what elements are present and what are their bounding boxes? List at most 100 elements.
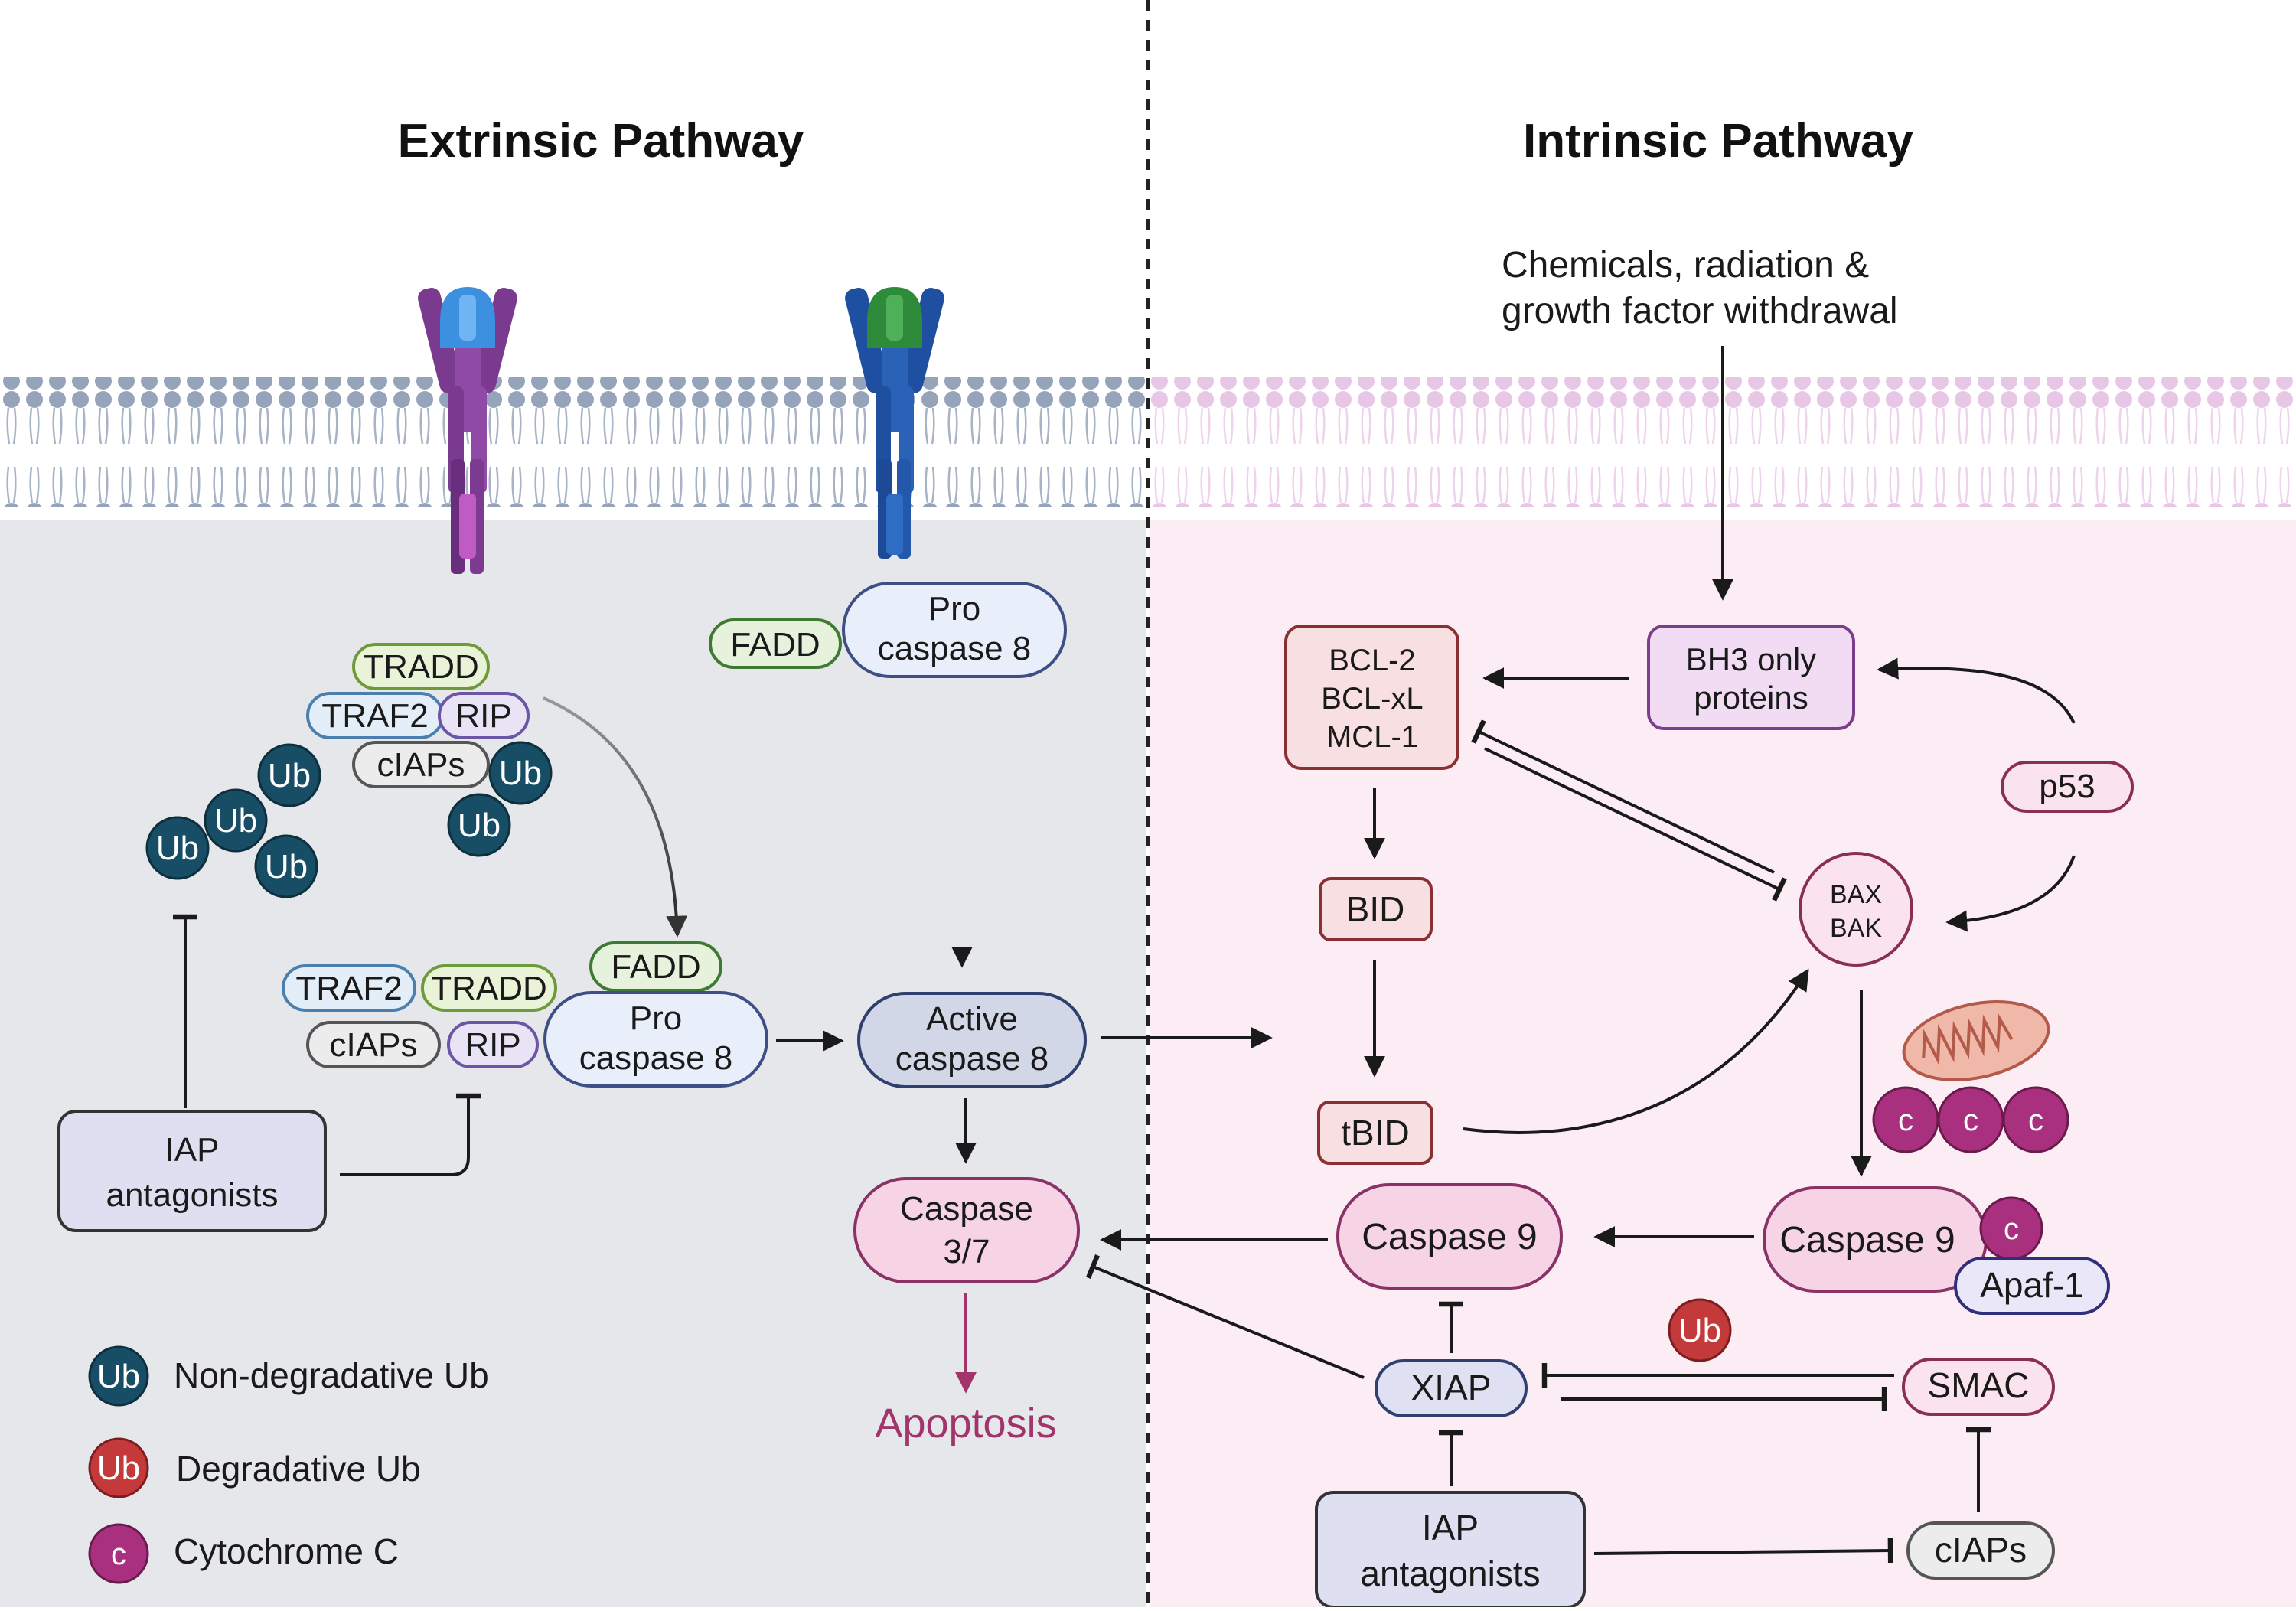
stimulus-line2: growth factor withdrawal xyxy=(1502,291,1898,331)
svg-text:cIAPs: cIAPs xyxy=(1935,1530,2027,1570)
svg-text:c: c xyxy=(2028,1104,2043,1137)
svg-text:p53: p53 xyxy=(2039,768,2095,805)
svg-text:cIAPs: cIAPs xyxy=(377,746,465,784)
inhibit-iap-to-complex xyxy=(340,1093,481,1176)
iap-antagonists-left: IAP antagonists xyxy=(57,1110,327,1232)
svg-text:Ub: Ub xyxy=(265,848,308,885)
svg-text:Ub: Ub xyxy=(268,757,311,794)
mitochondrion-icon xyxy=(1902,1000,2050,1082)
svg-text:Active: Active xyxy=(926,1000,1018,1038)
svg-text:c: c xyxy=(111,1538,126,1571)
svg-text:XIAP: XIAP xyxy=(1411,1368,1492,1407)
svg-text:Apaf-1: Apaf-1 xyxy=(1980,1265,2084,1305)
inhibit-xiap-to-caspase37 xyxy=(1085,1254,1365,1379)
svg-text:c: c xyxy=(2004,1212,2019,1246)
svg-text:Ub: Ub xyxy=(97,1450,140,1487)
svg-text:TRADD: TRADD xyxy=(431,970,547,1007)
arrow-p53-to-baxbak xyxy=(1945,855,2076,932)
svg-text:TRAF2: TRAF2 xyxy=(321,697,428,735)
ub-icon: Ub xyxy=(204,788,268,853)
caspase9: Caspase 9 xyxy=(1336,1183,1563,1290)
svg-text:Ub: Ub xyxy=(499,755,542,792)
svg-text:IAP: IAP xyxy=(1422,1508,1479,1547)
xiap: XIAP xyxy=(1375,1359,1528,1417)
rip-top: RIP xyxy=(438,692,530,739)
svg-text:antagonists: antagonists xyxy=(106,1176,278,1214)
svg-text:caspase 8: caspase 8 xyxy=(579,1039,733,1077)
caspase9-apoptosome: Caspase 9 c Apaf-1 xyxy=(1763,1186,2110,1315)
inhibit-baxbak-to-bcl2 xyxy=(1471,719,1775,874)
svg-text:Ub: Ub xyxy=(156,830,199,867)
svg-text:MCL-1: MCL-1 xyxy=(1326,720,1418,754)
svg-text:RIP: RIP xyxy=(455,697,511,735)
active-caspase8: Active caspase 8 xyxy=(857,992,1087,1088)
svg-text:Caspase: Caspase xyxy=(900,1190,1033,1228)
pro-caspase8-bottom: Pro caspase 8 xyxy=(543,991,768,1088)
stimulus-line1: Chemicals, radiation & xyxy=(1502,245,1869,285)
svg-text:caspase 8: caspase 8 xyxy=(895,1040,1049,1078)
cytochrome-c-icon: c xyxy=(2002,1086,2069,1153)
traf2-top: TRAF2 xyxy=(306,692,444,739)
tnf-receptor-icon xyxy=(845,287,944,559)
degradative-ub-icon: Ub xyxy=(1668,1298,1732,1362)
svg-text:tBID: tBID xyxy=(1341,1113,1409,1153)
svg-text:IAP: IAP xyxy=(165,1131,220,1169)
ub-icon: Ub xyxy=(447,793,511,857)
bax-bak: BAX BAK xyxy=(1799,852,1913,967)
tradd-bottom: TRADD xyxy=(421,964,557,1012)
cytochrome-c-cluster: c c c xyxy=(1872,1086,2069,1153)
inhibit-iap-to-ciaps xyxy=(1593,1538,1893,1564)
svg-text:FADD: FADD xyxy=(611,948,700,986)
svg-text:c: c xyxy=(1963,1104,1978,1137)
svg-text:Ub: Ub xyxy=(458,807,501,844)
legend-cytochrome: c Cytochrome C xyxy=(88,1523,399,1584)
arrow-tbid-to-baxbak xyxy=(1463,968,1809,1134)
arrow-complex-to-fadd xyxy=(543,696,688,938)
cytochrome-c-icon: c xyxy=(1872,1086,1939,1153)
svg-text:cIAPs: cIAPs xyxy=(330,1026,418,1064)
fadd-bottom: FADD xyxy=(589,941,722,992)
p53: p53 xyxy=(2001,761,2134,813)
ub-icon: Ub xyxy=(254,834,318,898)
svg-text:c: c xyxy=(1898,1104,1913,1137)
ub-icon: Ub xyxy=(488,741,553,805)
svg-text:Degradative Ub: Degradative Ub xyxy=(176,1449,421,1489)
svg-text:TRADD: TRADD xyxy=(363,648,479,686)
svg-text:BCL-2: BCL-2 xyxy=(1329,644,1415,677)
extrinsic-membrane xyxy=(0,377,1146,507)
svg-text:Ub: Ub xyxy=(214,802,257,840)
svg-text:3/7: 3/7 xyxy=(943,1233,990,1270)
svg-text:BAX: BAX xyxy=(1830,880,1882,909)
legend-non-degradative: Ub Non-degradative Ub xyxy=(88,1345,489,1407)
tradd-top: TRADD xyxy=(352,643,490,690)
pro-caspase8-top: Pro caspase 8 xyxy=(842,582,1067,678)
svg-text:Caspase 9: Caspase 9 xyxy=(1362,1217,1537,1257)
svg-text:Cytochrome C: Cytochrome C xyxy=(174,1531,399,1571)
bcl2-family: BCL-2 BCL-xL MCL-1 xyxy=(1284,625,1459,770)
svg-text:BCL-xL: BCL-xL xyxy=(1321,682,1423,716)
smac: SMAC xyxy=(1902,1358,2055,1416)
svg-text:Ub: Ub xyxy=(97,1358,140,1395)
svg-text:Ub: Ub xyxy=(1678,1312,1721,1349)
svg-text:Pro: Pro xyxy=(630,1000,682,1037)
apaf1 xyxy=(1954,1257,2110,1315)
svg-text:Non-degradative Ub: Non-degradative Ub xyxy=(174,1355,489,1395)
svg-text:RIP: RIP xyxy=(465,1026,520,1064)
svg-text:BH3 only: BH3 only xyxy=(1686,641,1816,677)
inhibit-bcl2-to-baxbak xyxy=(1484,747,1787,902)
ub-icon: Ub xyxy=(145,816,210,880)
bid: BID xyxy=(1319,877,1433,941)
ciaps-top: cIAPs xyxy=(352,741,490,788)
svg-text:BID: BID xyxy=(1346,889,1405,929)
legend-degradative: Ub Degradative Ub xyxy=(88,1437,421,1498)
ub-cluster: Ub Ub Ub Ub Ub Ub xyxy=(145,741,553,898)
svg-text:FADD: FADD xyxy=(730,626,820,664)
ub-icon: Ub xyxy=(257,743,321,807)
caspase37: Caspase 3/7 xyxy=(853,1177,1080,1283)
iap-antagonists-right: IAP antagonists xyxy=(1315,1491,1586,1609)
traf2-bottom: TRAF2 xyxy=(282,964,416,1012)
arrow-p53-to-bh3 xyxy=(1877,657,2076,724)
ciaps-bottom: cIAPs xyxy=(306,1021,441,1068)
